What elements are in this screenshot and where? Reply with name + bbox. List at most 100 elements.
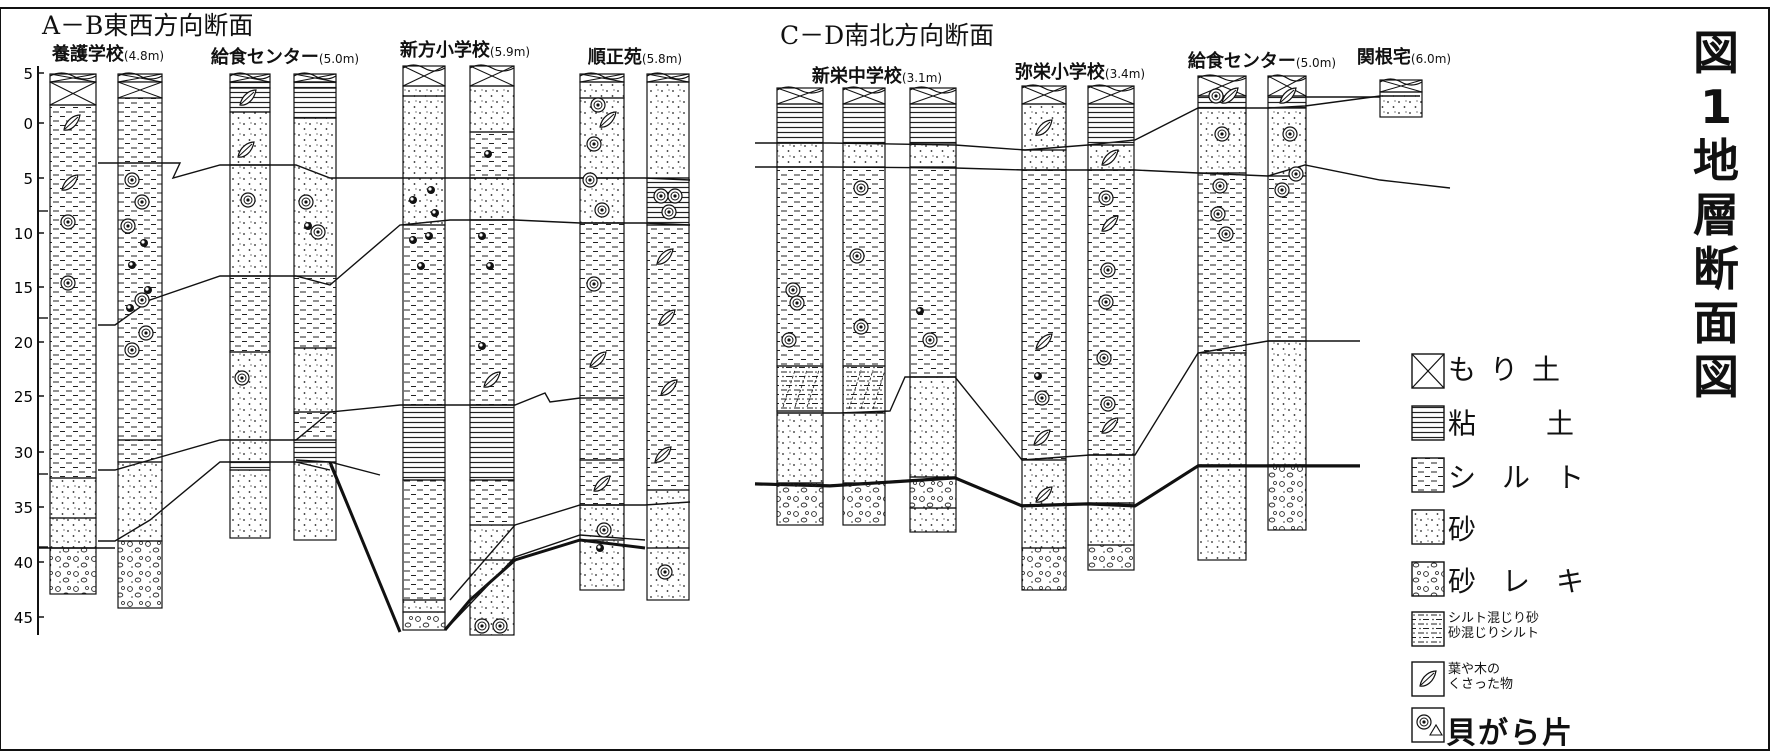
fill-cross <box>1267 75 1307 97</box>
layer-sand <box>1267 107 1307 177</box>
layer-gravel <box>1021 547 1067 591</box>
shell-icon <box>234 370 250 386</box>
column-top-wave <box>1021 84 1067 92</box>
shell-fragment-icon <box>1429 723 1443 736</box>
pebble-icon <box>1034 372 1042 380</box>
mixed-hatch <box>872 369 886 410</box>
column-top-wave <box>842 86 886 94</box>
legend-label: もり土 <box>1448 353 1575 386</box>
shell-icon <box>60 214 76 230</box>
borehole-column <box>469 64 515 636</box>
layer-sand <box>469 524 515 561</box>
depth-tick-label: 35 <box>14 499 33 517</box>
shell-icon <box>853 319 869 335</box>
layer-sand <box>1379 91 1423 118</box>
layer-sand <box>402 599 446 613</box>
layer-silt <box>293 275 337 349</box>
shell-icon <box>653 188 669 204</box>
layer-gravel <box>1267 464 1307 531</box>
pebble-icon <box>126 304 134 312</box>
legend-label: シルト混じり砂砂混じりシルト <box>1448 611 1540 641</box>
fill-cross <box>1379 79 1423 93</box>
fill-cross <box>469 65 515 87</box>
layer-gravel <box>909 476 957 509</box>
layer-gravel <box>1087 544 1135 571</box>
layer-gravel <box>776 482 824 526</box>
layer-silt <box>579 222 625 399</box>
mixed-hatch <box>860 369 874 410</box>
clay-icon <box>1411 405 1445 441</box>
layer-clay <box>229 461 271 471</box>
layer-silt <box>776 166 824 367</box>
shell-icon <box>781 332 797 348</box>
depth-tick-label: 40 <box>14 554 33 572</box>
layer-sand <box>646 81 690 179</box>
fill-cross <box>49 81 97 106</box>
column-top-wave <box>1379 78 1423 86</box>
borehole-column <box>909 86 957 533</box>
fill-cross <box>842 87 886 105</box>
borehole-column <box>776 86 824 526</box>
depth-tick-label: 25 <box>14 388 33 406</box>
layer-sand <box>49 477 97 519</box>
pebble-icon <box>478 232 486 240</box>
silt-icon <box>1411 457 1445 493</box>
layer-gravel <box>117 540 163 609</box>
borehole-column <box>229 72 271 539</box>
layer-sand <box>1087 454 1135 504</box>
pebble-icon <box>596 544 604 552</box>
column-top-wave <box>469 64 515 72</box>
column-top-wave <box>776 86 824 94</box>
layer-silt <box>117 97 163 441</box>
layer-silt <box>229 275 271 353</box>
shell-icon <box>849 248 865 264</box>
shell-icon <box>594 202 610 218</box>
layer-sand <box>909 376 957 478</box>
borehole-column <box>646 72 690 601</box>
layer-silt <box>1021 169 1067 461</box>
shell-icon <box>1096 350 1112 366</box>
shell-icon <box>1282 126 1298 142</box>
shell-icon <box>1208 88 1224 104</box>
layer-sand <box>469 85 515 133</box>
gravel-icon <box>1411 561 1445 597</box>
borehole-column <box>1021 84 1067 591</box>
layer-silt <box>402 479 446 601</box>
depth-tick-label: 45 <box>14 609 33 627</box>
layer-sand <box>842 142 886 168</box>
pebble-icon <box>128 261 136 269</box>
layer-sand <box>1267 340 1307 466</box>
layer-sand <box>229 469 271 539</box>
shell-icon <box>474 618 490 634</box>
column-top-wave <box>49 72 97 80</box>
site-label: 弥栄小学校(3.4m) <box>1014 62 1146 83</box>
legend-swatches <box>1411 353 1445 743</box>
shell-icon <box>240 192 256 208</box>
depth-tick-label: 5 <box>23 65 33 83</box>
layer-sand <box>117 461 163 542</box>
column-top-wave <box>1267 74 1307 82</box>
pebble-icon <box>486 262 494 270</box>
mixed-hatch <box>782 369 796 408</box>
layer-clay <box>229 81 271 89</box>
layer-silt <box>646 224 690 491</box>
layer-silt <box>117 439 163 463</box>
legend-label: 粘土 <box>1448 407 1645 440</box>
pebble-icon <box>431 209 439 217</box>
site-label: 順正苑(5.8m) <box>587 47 683 68</box>
mixed-hatch <box>794 369 808 408</box>
legend-label: 貝がら片 <box>1446 716 1574 751</box>
layer-sand <box>49 517 97 549</box>
layer-sand <box>229 164 271 277</box>
fill-cross <box>1197 75 1247 97</box>
layer-sand <box>646 489 690 549</box>
pebble-icon <box>140 239 148 247</box>
fill-cross <box>776 87 824 105</box>
borehole-column <box>1087 84 1135 571</box>
layer-gravel <box>49 547 97 595</box>
column-top-wave <box>402 64 446 72</box>
shell-icon <box>1210 206 1226 222</box>
fill-cross <box>49 73 97 83</box>
